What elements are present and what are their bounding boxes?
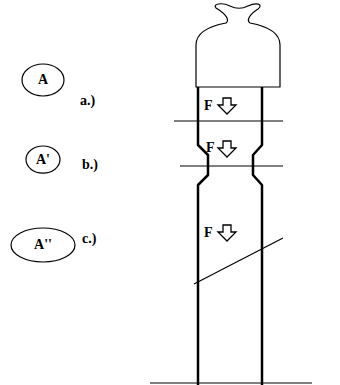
force-arrow [218, 225, 236, 241]
case-label: b.) [82, 158, 98, 172]
rod-right-edge [253, 87, 262, 385]
cross-section-ellipse: A' [25, 145, 61, 174]
force-arrow [218, 98, 236, 114]
ground-line [150, 382, 312, 383]
area-label: A'' [10, 227, 76, 263]
section-line-b [180, 165, 283, 166]
case-label: a.) [80, 94, 95, 108]
cross-section-ellipse: A'' [10, 227, 76, 263]
section-line-c [194, 238, 283, 284]
area-label: A' [25, 145, 61, 174]
area-label: A [21, 63, 65, 97]
force-arrow [218, 141, 236, 157]
section-line-a [174, 120, 283, 121]
weight [196, 4, 280, 87]
force-label: F [204, 226, 213, 240]
cross-section-ellipse: A [21, 63, 65, 97]
case-label: c.) [82, 232, 96, 246]
force-label: F [204, 99, 213, 113]
force-label: F [206, 141, 215, 155]
